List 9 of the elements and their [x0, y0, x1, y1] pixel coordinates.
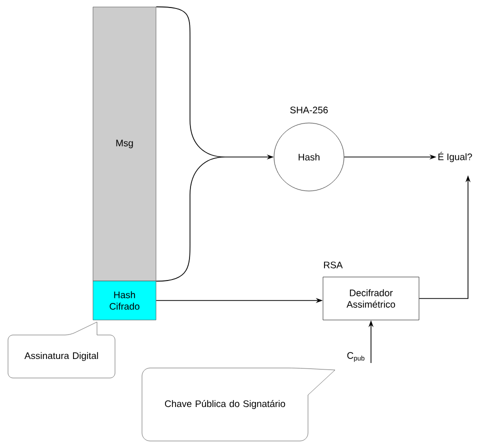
signature-block: Hash Cifrado — [92, 280, 156, 320]
speech-bubble: Assinatura Digital — [8, 322, 116, 378]
text-label: É Igual? — [438, 152, 472, 162]
caption-label: SHA-256 — [290, 106, 328, 114]
key-label: C$_{pub}$ — [347, 352, 364, 362]
message-block: Msg — [92, 6, 156, 282]
speech-bubble: Chave Pública do Signatário — [142, 368, 336, 442]
caption-label: RSA — [324, 262, 343, 268]
process-box: Decifrador Assimétrico — [322, 276, 420, 320]
